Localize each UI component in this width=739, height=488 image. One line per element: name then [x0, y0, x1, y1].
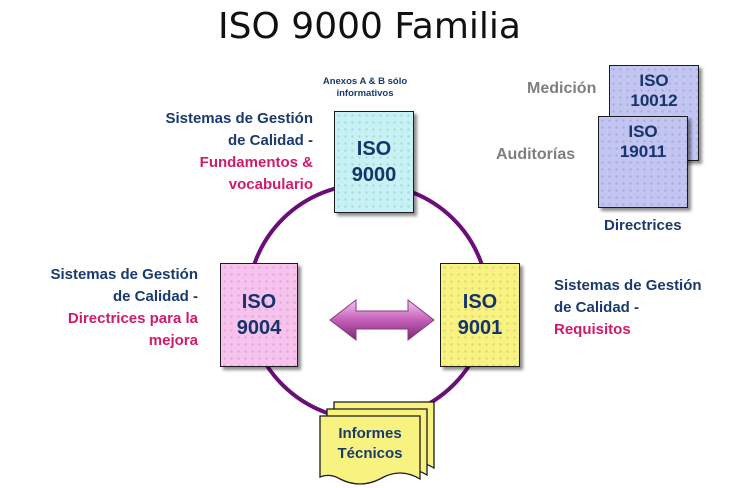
label-iso-9004: Sistemas de Gestión de Calidad - Directr… [2, 264, 198, 352]
iso-10012-line2: 10012 [630, 91, 678, 110]
label-iso-9001-line2: de Calidad - [554, 299, 640, 316]
directrices-label: Directrices [604, 217, 682, 234]
informes-label: Informes Técnicos [320, 424, 420, 464]
label-iso-9000-line4: vocabulario [228, 176, 313, 193]
iso-10012-line1: ISO [639, 71, 669, 90]
label-iso-9000-line3: Fundamentos & [199, 154, 313, 171]
iso-19011-box: ISO 19011 [598, 116, 688, 208]
informes-document-stack [319, 401, 435, 485]
label-iso-9004-line1: Sistemas de Gestión [50, 266, 198, 283]
label-iso-9001: Sistemas de Gestión de Calidad - Requisi… [554, 275, 739, 341]
iso-9001-line2: 9001 [457, 317, 503, 339]
iso-9001-box: ISO 9001 [440, 263, 520, 367]
annex-note: Anexos A & B sólo informativos [300, 76, 430, 100]
annex-note-line1: Anexos A & B sólo [322, 76, 408, 87]
medicion-label: Medición [527, 80, 597, 97]
informes-line1: Informes [338, 425, 402, 442]
double-arrow [329, 298, 435, 342]
annex-note-line2: informativos [336, 88, 394, 99]
iso-9000-box: ISO 9000 [334, 111, 414, 213]
iso-9004-line2: 9004 [236, 317, 282, 339]
iso-9000-line1: ISO [356, 138, 392, 160]
informes-line2: Técnicos [337, 445, 403, 462]
label-iso-9000-line2: de Calidad - [227, 132, 313, 149]
label-iso-9001-line1: Sistemas de Gestión [554, 277, 702, 294]
iso-19011-line1: ISO [628, 122, 658, 141]
label-iso-9004-line4: mejora [148, 332, 198, 349]
iso-9000-line2: 9000 [351, 164, 397, 186]
label-iso-9004-line3: Directrices para la [67, 310, 198, 327]
iso-9004-line1: ISO [241, 291, 277, 313]
iso-19011-line2: 19011 [619, 142, 667, 161]
auditorias-label: Auditorías [496, 146, 576, 163]
label-iso-9000: Sistemas de Gestión de Calidad - Fundame… [108, 108, 313, 196]
iso-9001-line1: ISO [462, 291, 498, 313]
iso-9004-box: ISO 9004 [220, 263, 298, 367]
page-title: ISO 9000 Familia [218, 6, 521, 47]
label-iso-9001-line3: Requisitos [554, 321, 631, 338]
label-iso-9004-line2: de Calidad - [112, 288, 198, 305]
label-iso-9000-line1: Sistemas de Gestión [165, 110, 313, 127]
